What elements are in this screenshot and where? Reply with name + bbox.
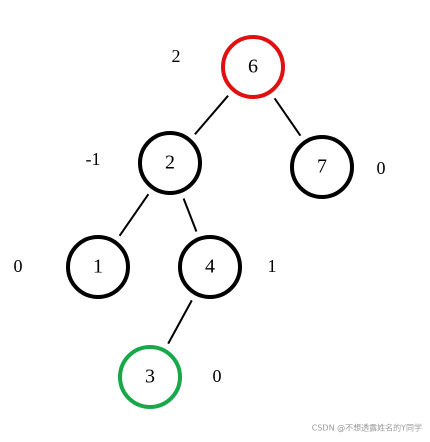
node-label: 7: [317, 156, 327, 178]
edge-n2-n1: [118, 193, 150, 237]
edge-n2-n4: [182, 198, 198, 232]
edge-n6-n2: [194, 95, 229, 135]
tree-node-6: 6: [221, 35, 285, 99]
edge-n6-n7: [273, 97, 302, 137]
edges-layer: [118, 95, 302, 345]
balance-factor-label-6: 2: [172, 46, 181, 66]
balance-factor-label-1: 0: [14, 256, 23, 276]
tree-node-4: 4: [178, 235, 242, 299]
node-label: 6: [248, 56, 258, 78]
balance-factor-label-7: 0: [377, 158, 386, 178]
tree-node-7: 7: [290, 135, 354, 199]
nodes-layer: 6 2 7 1 4 3: [66, 35, 354, 409]
edge-n4-n3: [167, 299, 193, 345]
tree-node-3: 3: [118, 345, 182, 409]
node-circle-6: [221, 35, 285, 99]
balance-factor-label-3: 0: [213, 366, 222, 386]
watermark-text: CSDN @不想透露姓名的Y同学: [312, 423, 422, 433]
balance-factor-label-2: -1: [86, 149, 101, 169]
tree-node-2: 2: [138, 131, 202, 195]
node-circle-3: [118, 345, 182, 409]
node-circle-1: [66, 235, 130, 299]
node-circle-2: [138, 131, 202, 195]
node-label: 4: [205, 256, 215, 278]
balance-factor-label-4: 1: [268, 256, 277, 276]
tree-node-1: 1: [66, 235, 130, 299]
node-circle-7: [290, 135, 354, 199]
node-label: 2: [165, 152, 175, 174]
balance-factors-layer: 2 -1 0 0 1 0: [14, 46, 386, 386]
node-circle-4: [178, 235, 242, 299]
node-label: 1: [93, 256, 103, 278]
node-label: 3: [145, 366, 155, 388]
